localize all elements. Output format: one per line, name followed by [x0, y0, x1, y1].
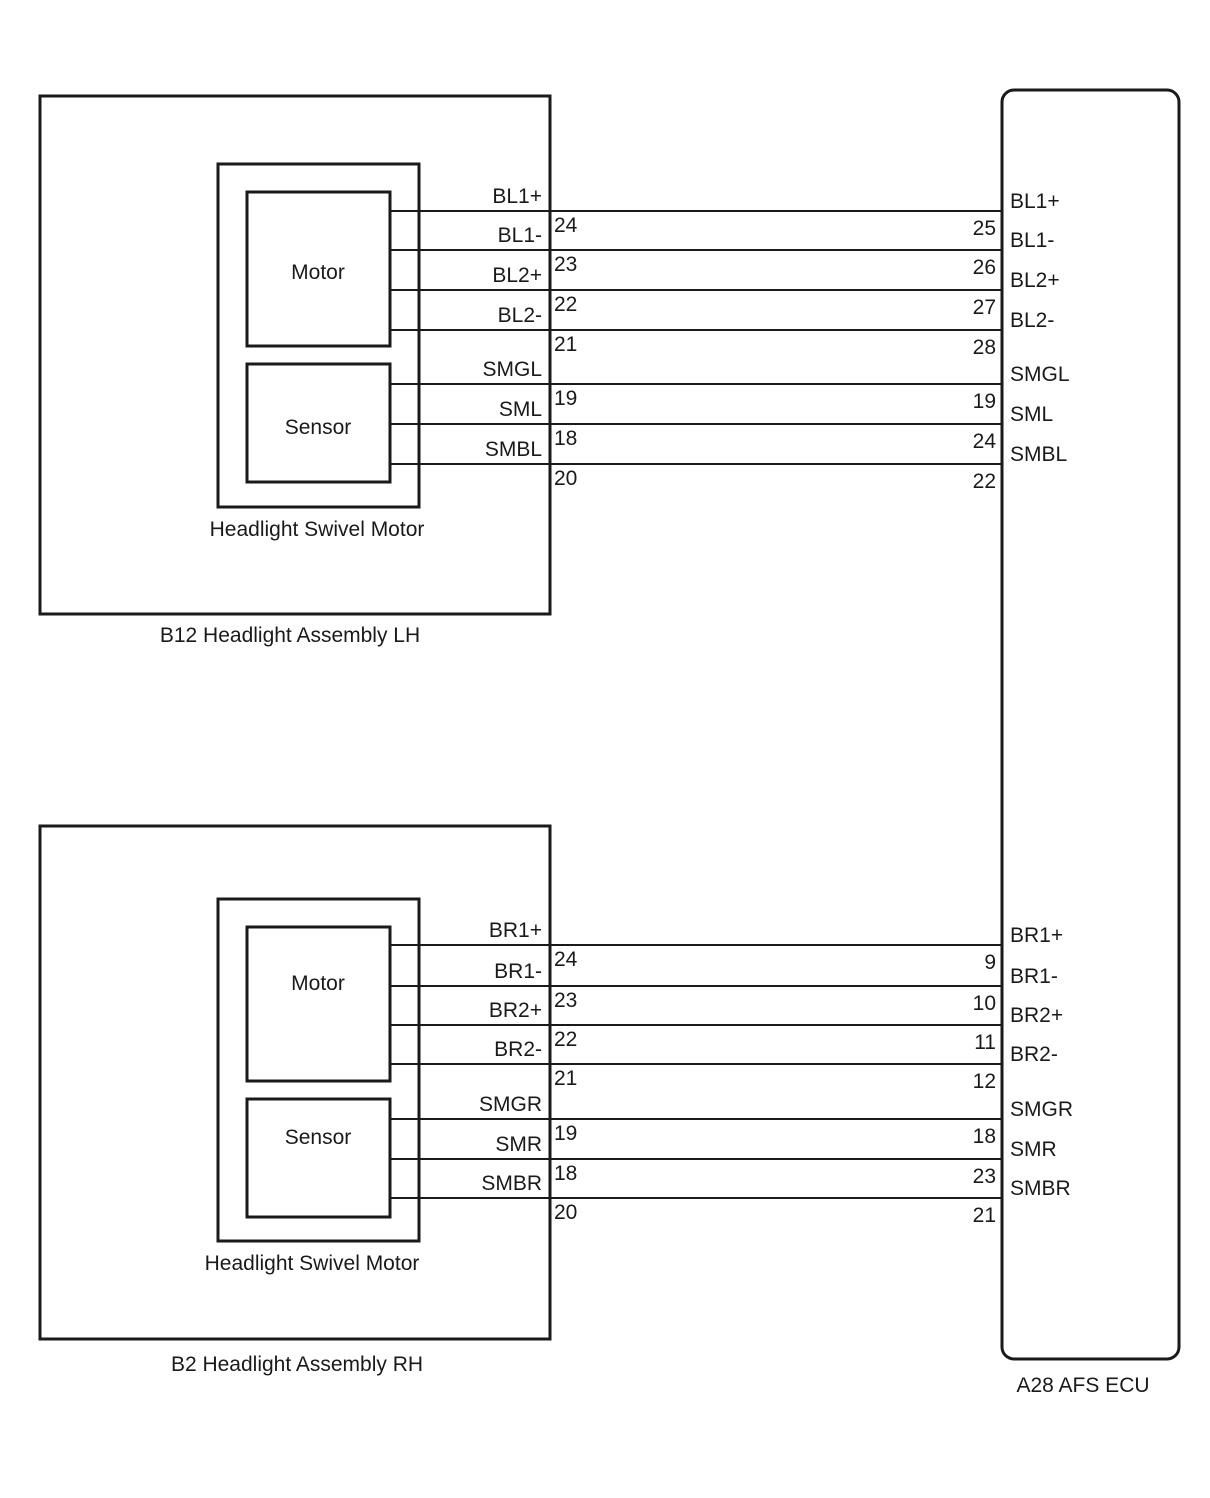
assembly-signal-label: SMBL: [485, 438, 542, 461]
ecu-signal-label: SML: [1010, 403, 1053, 426]
ecu-pin-label: 23: [973, 1165, 996, 1188]
ecu-pin-label: 10: [973, 992, 996, 1015]
sensor-rh-box: [245, 1097, 392, 1219]
swivel-motor-rh-outline: [216, 897, 421, 1243]
wire-harness: BL1+24BL1+25BL1-23BL1-26BL2+22BL2+27BL2-…: [390, 185, 1073, 1227]
assembly-signal-label: BR1+: [489, 919, 542, 942]
assembly-signal-label: BL2+: [492, 264, 542, 287]
ecu-signal-label: BL1+: [1010, 190, 1060, 213]
assembly-pin-label: 21: [554, 1067, 577, 1090]
assembly-rh-label: B2 Headlight Assembly RH: [171, 1353, 423, 1376]
ecu-pin-label: 24: [973, 430, 997, 453]
assembly-lh-outline: [38, 94, 552, 616]
assembly-signal-label: BL2-: [498, 304, 542, 327]
ecu-pin-label: 22: [973, 470, 996, 493]
assembly-signal-label: SMBR: [481, 1172, 542, 1195]
assembly-pin-label: 18: [554, 427, 577, 450]
assembly-pin-label: 23: [554, 253, 577, 276]
motor-rh-label: Motor: [291, 972, 345, 995]
ecu-label: A28 AFS ECU: [1016, 1374, 1149, 1397]
ecu-signal-label: SMGL: [1010, 363, 1070, 386]
assembly-pin-label: 20: [554, 467, 577, 490]
assembly-pin-label: 22: [554, 293, 577, 316]
ecu-signal-label: BR1+: [1010, 924, 1063, 947]
ecu-signal-label: SMGR: [1010, 1098, 1073, 1121]
ecu-signal-label: BR1-: [1010, 965, 1058, 988]
assembly-pin-label: 19: [554, 387, 577, 410]
assembly-signal-label: BR1-: [494, 960, 542, 983]
assembly-signal-label: BR2-: [494, 1038, 542, 1061]
assembly-signal-label: SML: [499, 398, 542, 421]
ecu-pin-label: 25: [973, 217, 996, 240]
assembly-signal-label: BL1+: [492, 185, 542, 208]
ecu-pin-label: 18: [973, 1125, 996, 1148]
ecu-pin-label: 27: [973, 296, 996, 319]
assembly-pin-label: 21: [554, 333, 577, 356]
assembly-pin-label: 20: [554, 1201, 577, 1224]
assembly-signal-label: BR2+: [489, 999, 542, 1022]
sensor-rh-label: Sensor: [285, 1126, 352, 1149]
afs-ecu: A28 AFS ECU: [1000, 88, 1181, 1397]
ecu-signal-label: SMR: [1010, 1138, 1057, 1161]
ecu-signal-label: SMBL: [1010, 443, 1067, 466]
headlight-assembly-rh: Motor Sensor Headlight Swivel Motor B2 H…: [38, 824, 552, 1376]
assembly-signal-label: SMR: [495, 1133, 542, 1156]
ecu-pin-label: 9: [984, 951, 996, 974]
assembly-lh-label: B12 Headlight Assembly LH: [160, 624, 420, 647]
ecu-signal-label: SMBR: [1010, 1177, 1071, 1200]
assembly-pin-label: 19: [554, 1122, 577, 1145]
sensor-lh-label: Sensor: [285, 416, 352, 439]
headlight-assembly-lh: Motor Sensor Headlight Swivel Motor B12 …: [38, 94, 552, 647]
assembly-pin-label: 18: [554, 1162, 577, 1185]
assembly-pin-label: 24: [554, 214, 578, 237]
ecu-signal-label: BL2-: [1010, 309, 1054, 332]
motor-rh-box: [245, 925, 392, 1083]
ecu-pin-label: 12: [973, 1070, 996, 1093]
swivel-motor-lh-outline: [216, 162, 421, 509]
assembly-signal-label: SMGR: [479, 1093, 542, 1116]
assembly-rh-outline: [38, 824, 552, 1341]
assembly-signal-label: BL1-: [498, 224, 542, 247]
ecu-pin-label: 19: [973, 390, 996, 413]
ecu-outline: [1000, 88, 1181, 1361]
assembly-pin-label: 24: [554, 948, 578, 971]
motor-lh-label: Motor: [291, 261, 345, 284]
ecu-pin-label: 28: [973, 336, 996, 359]
ecu-signal-label: BR2+: [1010, 1004, 1063, 1027]
ecu-pin-label: 21: [973, 1204, 996, 1227]
assembly-pin-label: 23: [554, 989, 577, 1012]
assembly-signal-label: SMGL: [482, 358, 542, 381]
ecu-signal-label: BL2+: [1010, 269, 1060, 292]
ecu-signal-label: BR2-: [1010, 1043, 1058, 1066]
swivel-motor-lh-label: Headlight Swivel Motor: [210, 518, 425, 541]
swivel-motor-rh-label: Headlight Swivel Motor: [205, 1252, 420, 1275]
ecu-signal-label: BL1-: [1010, 229, 1054, 252]
assembly-pin-label: 22: [554, 1028, 577, 1051]
ecu-pin-label: 11: [974, 1031, 996, 1054]
motor-lh-box: [245, 190, 392, 348]
ecu-pin-label: 26: [973, 256, 996, 279]
